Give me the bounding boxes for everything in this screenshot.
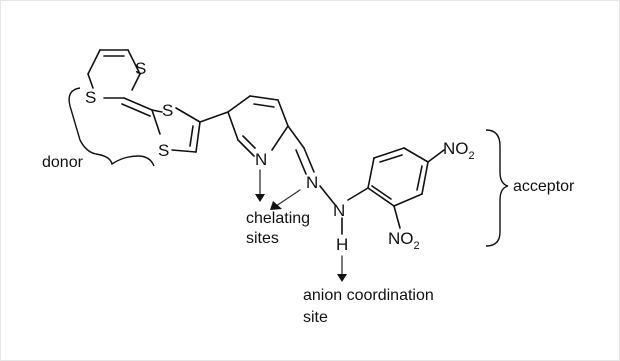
nitro-group-para: NO2 xyxy=(443,139,475,162)
ttf-ring-a xyxy=(87,49,141,99)
hydrazone-linker xyxy=(287,125,369,235)
pyridine-ring xyxy=(227,95,289,157)
sulfur-atom-4: S xyxy=(158,141,169,160)
donor-brace xyxy=(68,87,155,167)
dinitrophenyl-ring xyxy=(367,147,445,229)
sulfur-atom-2: S xyxy=(135,59,146,78)
anion-site-label-line2: site xyxy=(303,309,328,326)
donor-label: donor xyxy=(42,154,84,171)
pyridine-nitrogen: N xyxy=(255,150,267,169)
sulfur-atom-1: S xyxy=(85,88,96,107)
chelating-sites-label-line1: chelating xyxy=(246,210,310,227)
anion-site-label-line1: anion coordination xyxy=(303,287,434,304)
sulfur-atom-3: S xyxy=(162,101,173,120)
ttf-pyridine-bond xyxy=(199,111,229,123)
imine-nitrogen: N xyxy=(306,173,318,192)
ttf-central-double-bond xyxy=(121,97,153,117)
chelating-arrows xyxy=(255,169,301,210)
ttf-ring-b xyxy=(151,107,201,153)
nitro-group-ortho: NO2 xyxy=(388,229,420,252)
acceptor-label: acceptor xyxy=(513,178,575,195)
amine-nitrogen: N xyxy=(333,201,345,220)
chelating-sites-label-line2: sites xyxy=(246,230,279,247)
anion-arrow xyxy=(337,255,347,282)
amine-hydrogen: H xyxy=(336,235,348,254)
acceptor-brace xyxy=(485,129,509,247)
